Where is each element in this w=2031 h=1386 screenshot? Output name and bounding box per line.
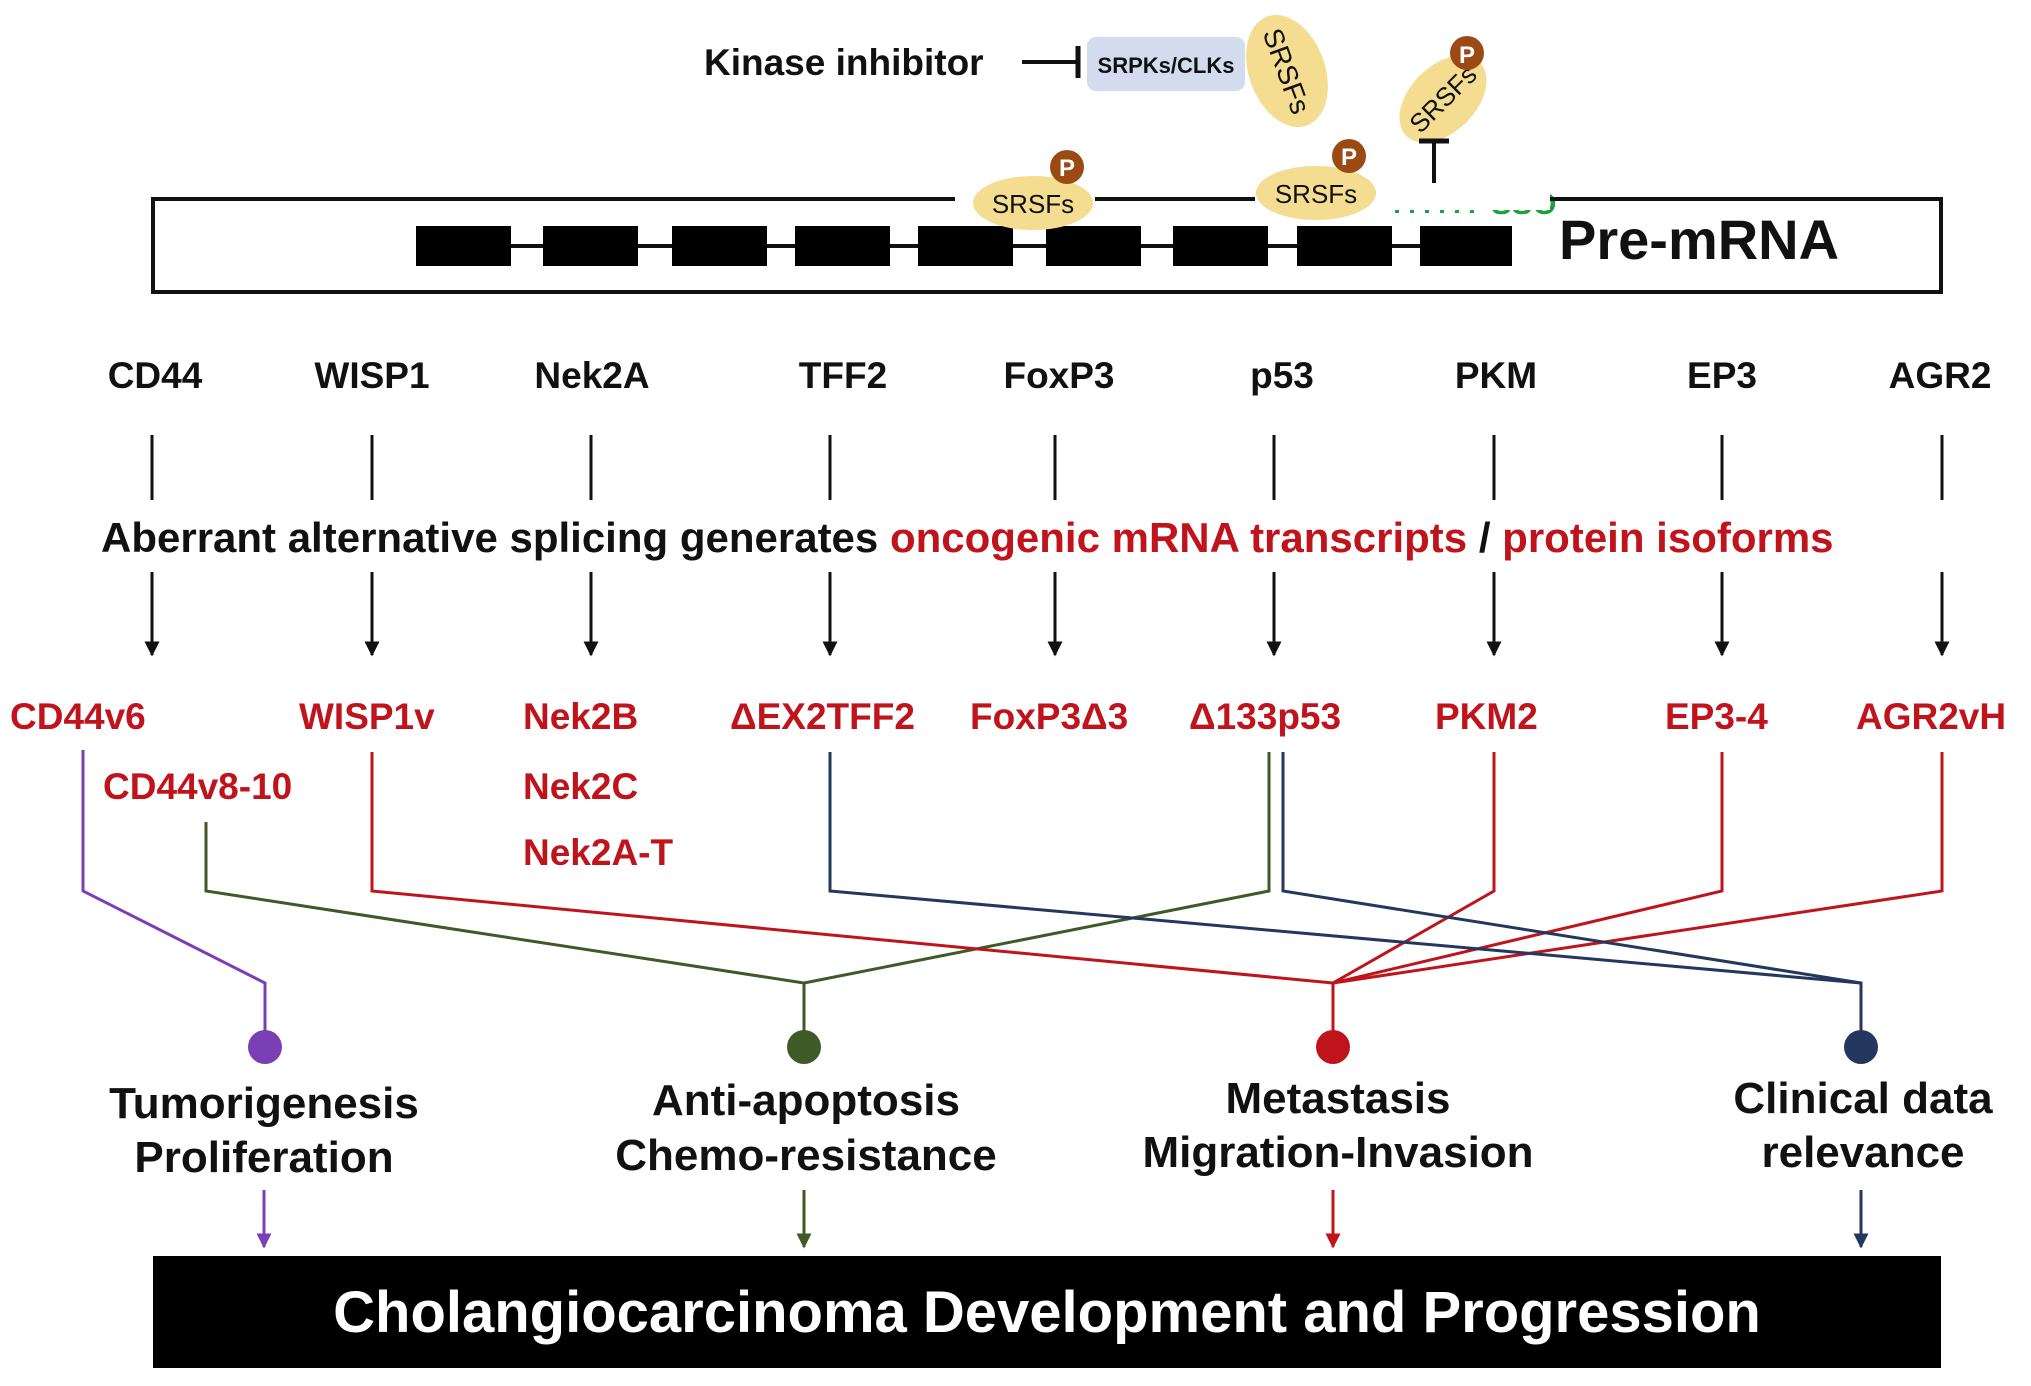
banner-title: Cholangiocarcinoma Development and Progr…	[333, 1280, 1761, 1345]
node-metastasis	[1316, 1030, 1350, 1064]
gene-foxp3: FoxP3	[1003, 355, 1114, 396]
isoform-d133p53: Δ133p53	[1189, 696, 1341, 737]
premrna-box: Pre-mRNA	[151, 190, 1943, 294]
outcome-metastasis-line1: Metastasis	[1225, 1074, 1450, 1123]
exons	[416, 226, 1512, 266]
exon	[672, 226, 767, 266]
srsf-bound-2: SRSFs P	[1256, 139, 1376, 220]
premrna-label: Pre-mRNA	[1559, 208, 1839, 271]
phospho-2-circle	[1332, 139, 1366, 173]
statement-part3: /	[1467, 514, 1502, 561]
isoform-nek2a-t: Nek2A-T	[523, 832, 673, 873]
gene-row: CD44 WISP1 Nek2A TFF2 FoxP3 p53 PKM EP3 …	[108, 355, 1992, 396]
srsf-bound-1-ellipse	[973, 176, 1093, 230]
exon	[918, 226, 1013, 266]
srsf-top-ellipse	[1399, 55, 1487, 143]
isoform-cd44v8-10: CD44v8-10	[103, 766, 292, 807]
link-d133p53-clinical	[1281, 752, 1862, 985]
isoform-wisp1v: WISP1v	[299, 696, 435, 737]
srsf-bound-1-label: SRSFs	[992, 189, 1074, 219]
exon	[1420, 226, 1512, 266]
srsf-bound-2-label: SRSFs	[1275, 179, 1357, 209]
statement-part2: oncogenic mRNA transcripts	[890, 514, 1467, 561]
outcome-antiapoptosis-line1: Anti-apoptosis	[652, 1076, 960, 1125]
gene-agr2: AGR2	[1889, 355, 1992, 396]
link-agr2vh-metastasis	[1332, 752, 1944, 985]
node-tumorigenesis	[248, 1030, 282, 1064]
node-antiapoptosis	[787, 1030, 821, 1064]
exon	[1046, 226, 1141, 266]
srsf-free: SRSFs	[1246, 14, 1328, 128]
statement-part1: Aberrant alternative splicing generates	[101, 514, 890, 561]
statement-part4: protein isoforms	[1502, 514, 1833, 561]
link-dex2tff2-clinical	[828, 752, 1863, 1038]
srpk-clk-box	[1087, 37, 1245, 91]
isoform-pkm2: PKM2	[1435, 696, 1538, 737]
phospho-2-label: P	[1341, 144, 1357, 171]
kinase-inhibitor-group: Kinase inhibitor SRPKs/CLKs SRSFs	[704, 14, 1328, 128]
outcome-clinical-line2: relevance	[1761, 1128, 1964, 1177]
isoform-foxp3d3: FoxP3Δ3	[970, 696, 1128, 737]
link-cd44v6-tumorigenesis	[81, 750, 267, 1038]
link-wisp1v-metastasis	[370, 752, 1335, 1038]
gene-connectors	[150, 435, 1944, 500]
phospho-top-circle	[1450, 36, 1484, 70]
outcome-antiapoptosis-line2: Chemo-resistance	[615, 1131, 996, 1180]
outcome-clinical-line1: Clinical data	[1733, 1074, 1993, 1123]
premrna-frame-gap-3	[1392, 190, 1550, 210]
link-pkm2-metastasis	[1332, 752, 1496, 985]
exon	[1297, 226, 1392, 266]
link-cd44v8-antiapoptosis	[204, 822, 806, 1038]
kinase-inhibitor-label: Kinase inhibitor	[704, 42, 984, 83]
outcome-arrows	[256, 1190, 1869, 1249]
isoform-agr2vh: AGR2vH	[1856, 696, 2006, 737]
isoform-labels: CD44v6 CD44v8-10 WISP1v Nek2B Nek2C Nek2…	[10, 696, 2006, 873]
link-ep34-metastasis	[1332, 752, 1724, 985]
outcome-nodes	[248, 1030, 1878, 1064]
srsf-bound-1: SRSFs P	[973, 150, 1093, 230]
phospho-1-circle	[1050, 150, 1084, 184]
srsf-bound-2-ellipse	[1256, 166, 1376, 220]
splicing-statement: Aberrant alternative splicing generates …	[101, 514, 1834, 561]
isoform-nek2b: Nek2B	[523, 696, 638, 737]
phospho-1-label: P	[1059, 155, 1075, 182]
exon	[543, 226, 638, 266]
outcome-labels: Tumorigenesis Proliferation Anti-apoptos…	[109, 1074, 1993, 1182]
gene-ep3: EP3	[1687, 355, 1757, 396]
exon	[1173, 226, 1268, 266]
gene-cd44: CD44	[108, 355, 203, 396]
link-d133p53-antiapoptosis	[803, 752, 1271, 985]
gene-pkm: PKM	[1455, 355, 1537, 396]
gene-p53: p53	[1250, 355, 1314, 396]
exon	[795, 226, 890, 266]
gene-tff2: TFF2	[799, 355, 887, 396]
bottom-banner: Cholangiocarcinoma Development and Progr…	[153, 1256, 1941, 1368]
srsf-free-ellipse	[1246, 14, 1328, 128]
connector-network	[81, 750, 1944, 1038]
isoform-cd44v6: CD44v6	[10, 696, 146, 737]
isoform-ep3-4: EP3-4	[1665, 696, 1768, 737]
srpk-clk-label: SRPKs/CLKs	[1098, 53, 1235, 78]
phospho-top-label: P	[1459, 42, 1475, 69]
outcome-metastasis-line2: Migration-Invasion	[1142, 1128, 1533, 1177]
isoform-nek2c: Nek2C	[523, 766, 638, 807]
node-clinical	[1844, 1030, 1878, 1064]
outcome-tumorigenesis-line2: Proliferation	[134, 1133, 393, 1182]
gene-nek2a: Nek2A	[534, 355, 649, 396]
banner-background	[153, 1256, 1941, 1368]
exon	[416, 226, 511, 266]
gene-wisp1: WISP1	[314, 355, 429, 396]
isoform-arrows	[144, 572, 1950, 657]
isoform-dex2tff2: ΔEX2TFF2	[730, 696, 915, 737]
outcome-tumorigenesis-line1: Tumorigenesis	[109, 1079, 419, 1128]
